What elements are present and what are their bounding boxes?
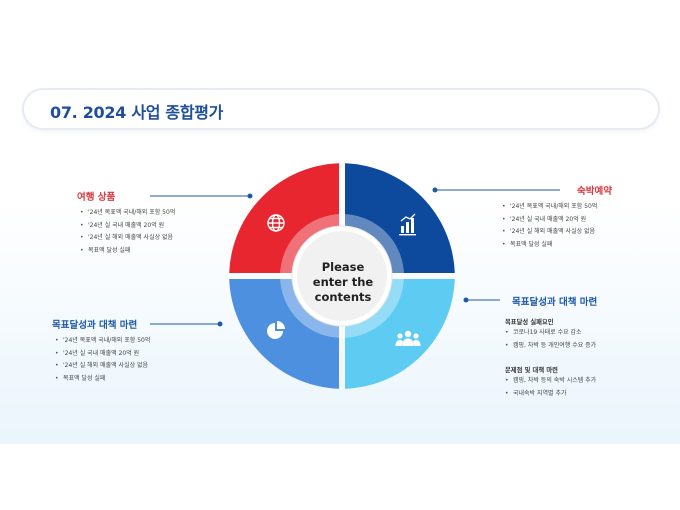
subheading-countermeasures: 문제점 및 대책 마련 (505, 367, 558, 374)
list-item: 캠핑, 차박 등 개인여행 수요 증가 (505, 340, 596, 353)
title-bar: 07. 2024 사업 종합평가 (24, 90, 658, 128)
list-item: '24년 실 해외 매출액 사실상 없음 (80, 232, 175, 245)
people-icon (395, 330, 421, 346)
list-item: '24년 목표액 국내/해외 포함 50억 (502, 201, 597, 214)
list-top-right: '24년 목표액 국내/해외 포함 50억 '24년 실 국내 매출액 20억 … (502, 201, 597, 251)
list-item: 목표액 달성 실패 (55, 373, 150, 386)
heading-bottom-right: 목표달성과 대책 마련 (512, 297, 598, 308)
list-bottom-left: '24년 목표액 국내/해외 포함 50억 '24년 실 국내 매출액 20억 … (55, 335, 150, 385)
list-countermeasures: 캠핑, 차박 등의 숙박 시스템 추가 국내숙박 지역별 추가 (505, 375, 596, 400)
heading-top-left: 여행 상품 (77, 192, 116, 203)
list-item: '24년 목표액 국내/해외 포함 50억 (55, 335, 150, 348)
list-item: 목표액 달성 실패 (80, 245, 175, 258)
connector-dot-bottom-right (463, 297, 469, 303)
pie-chart-icon (267, 321, 285, 339)
heading-top-right: 숙박예약 (577, 186, 612, 197)
list-item: '24년 실 해외 매출액 사실상 없음 (502, 226, 597, 239)
list-item: '24년 실 해외 매출액 사실상 없음 (55, 360, 150, 373)
center-line-1: Please (321, 260, 365, 274)
list-item: 캠핑, 차박 등의 숙박 시스템 추가 (505, 375, 596, 388)
globe-icon (267, 214, 285, 232)
list-item: '24년 목표액 국내/해외 포함 50억 (80, 207, 175, 220)
list-failure-factors: 코로나19 사태로 수요 감소 캠핑, 차박 등 개인여행 수요 증가 (505, 327, 596, 352)
bar-chart-icon (399, 213, 416, 236)
connector-dot-top-left (247, 193, 253, 199)
heading-bottom-left: 목표달성과 대책 마련 (52, 320, 138, 331)
center-line-2: enter the (312, 275, 374, 289)
subheading-failure-factors: 목표달성 실패요인 (505, 319, 554, 326)
center-text: Please enter the contents (300, 260, 386, 310)
connector-dot-bottom-left (217, 321, 223, 327)
list-item: '24년 실 국내 매출액 20억 원 (55, 348, 150, 361)
connector-dot-top-right (432, 187, 438, 193)
page-title: 07. 2024 사업 종합평가 (50, 103, 224, 122)
list-item: '24년 실 국내 매출액 20억 원 (502, 214, 597, 227)
list-item: 목표액 달성 실패 (502, 239, 597, 252)
list-item: '24년 실 국내 매출액 20억 원 (80, 220, 175, 233)
list-item: 코로나19 사태로 수요 감소 (505, 327, 596, 340)
center-inner (297, 231, 387, 321)
list-item: 국내숙박 지역별 추가 (505, 388, 596, 401)
center-line-3: contents (314, 290, 372, 304)
list-top-left: '24년 목표액 국내/해외 포함 50억 '24년 실 국내 매출액 20억 … (80, 207, 175, 257)
